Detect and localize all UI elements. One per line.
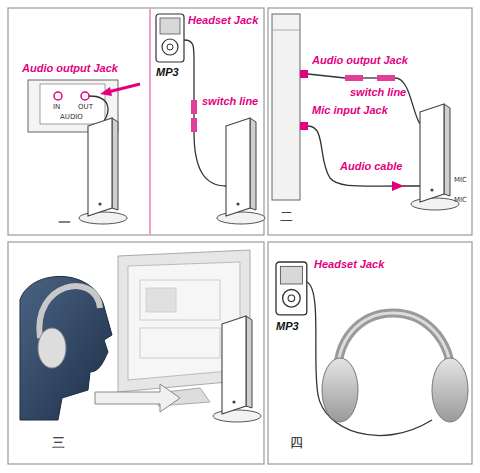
panel-frame	[268, 8, 472, 235]
audio-wire	[194, 132, 226, 186]
audio-wire	[193, 114, 194, 118]
panel-frame	[8, 242, 264, 464]
switch-connector	[191, 118, 197, 132]
device-name: MP3	[276, 320, 299, 333]
jack-socket	[81, 92, 89, 100]
port-label: MIC	[454, 196, 467, 204]
panel-number: 三	[52, 436, 65, 451]
headset-wire	[307, 282, 432, 436]
transmitter	[217, 118, 265, 224]
audio-wire	[363, 77, 377, 78]
cable-callout: switch line	[202, 95, 258, 108]
screen-window	[146, 288, 176, 312]
audio-cable	[308, 126, 420, 186]
output-jack	[300, 70, 308, 78]
headphone-cup	[432, 358, 468, 422]
jack-callout: Headset Jack	[314, 258, 384, 271]
switch-connector	[345, 75, 363, 81]
mp3-player	[276, 262, 307, 315]
port-label: AUDIO	[60, 113, 83, 121]
pointer-arrow-head	[100, 87, 112, 96]
cable-callout: Audio cable	[340, 160, 402, 173]
switch-connector	[191, 100, 197, 114]
panel-number: 四	[290, 436, 303, 451]
device-name: MP3	[156, 66, 179, 79]
audio-wire	[395, 78, 420, 124]
jack-plate	[40, 84, 105, 124]
headphone-cup	[38, 328, 66, 368]
headphone-cup	[322, 358, 358, 422]
jack-callout: Headset Jack	[188, 14, 258, 27]
panel-number: 二	[280, 210, 293, 225]
audio-wire	[308, 74, 345, 78]
mic-jack	[300, 122, 308, 130]
port-label: IN	[53, 103, 60, 111]
jack-callout: Audio output Jack	[22, 62, 118, 75]
panel-frame	[268, 242, 472, 464]
pointer-arrow-head	[392, 181, 404, 191]
pc-tower-detail	[272, 30, 300, 31]
pointer-arrow	[108, 84, 140, 92]
panel-divider	[150, 9, 151, 234]
switch-connector	[377, 75, 395, 81]
screen-window	[140, 328, 220, 358]
jack-socket	[54, 92, 62, 100]
cable-callout: switch line	[350, 86, 406, 99]
panel-number: 一	[58, 216, 71, 231]
transmitter	[79, 118, 127, 224]
screen-window	[140, 280, 220, 320]
port-label: MIC	[454, 176, 467, 184]
port-label: OUT	[78, 103, 93, 111]
mp3-player	[156, 14, 184, 62]
transmitter	[213, 316, 261, 422]
pc-tower	[272, 14, 300, 200]
jack-callout: Mic input Jack	[312, 104, 388, 117]
panel-frame	[8, 8, 264, 235]
audio-wire	[184, 40, 194, 100]
transmitter	[411, 104, 459, 210]
direction-arrow	[95, 384, 180, 412]
jack-callout: Audio output Jack	[312, 54, 408, 67]
